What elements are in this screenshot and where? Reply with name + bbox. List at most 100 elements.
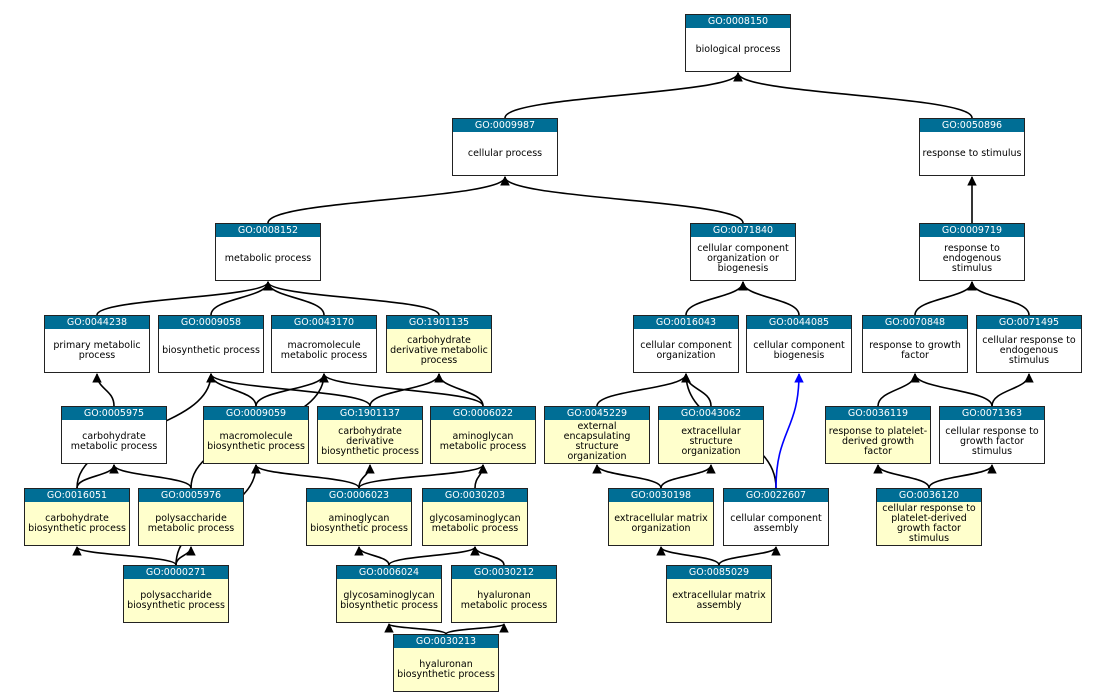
go-term-id: GO:0071363 <box>940 407 1044 420</box>
go-term-node[interactable]: GO:0006023 aminoglycan biosynthetic proce… <box>306 488 412 546</box>
go-term-node[interactable]: GO:0006022 aminoglycan metabolic process <box>430 406 536 464</box>
go-term-label: response to endogenous stimulus <box>942 242 1002 274</box>
go-term-id: GO:0044085 <box>747 316 851 329</box>
go-term-id: GO:0045229 <box>545 407 649 420</box>
go-term-label: cellular response to platelet-derived gr… <box>882 502 976 544</box>
is-a-edge <box>92 373 115 407</box>
go-term-id: GO:0030203 <box>423 489 527 502</box>
go-term-id: GO:0000271 <box>124 566 228 579</box>
is-a-edge <box>388 546 480 566</box>
go-term-label: biosynthetic process <box>162 344 260 356</box>
go-term-label: hyaluronan biosynthetic process <box>397 658 495 680</box>
is-a-edge <box>267 176 510 224</box>
go-term-label: aminoglycan biosynthetic process <box>310 512 408 534</box>
go-term-label: cellular process <box>467 147 543 159</box>
go-term-id: GO:0016043 <box>634 316 738 329</box>
is-a-edge <box>910 373 993 407</box>
go-term-node[interactable]: GO:0009987 cellular process <box>452 118 558 176</box>
go-term-id: GO:0070848 <box>863 316 967 329</box>
go-term-label: aminoglycan metabolic process <box>439 430 527 452</box>
is-a-edge <box>474 464 488 489</box>
go-term-id: GO:0006022 <box>431 407 535 420</box>
is-a-edge <box>175 546 196 566</box>
go-term-label: macromolecule biosynthetic process <box>207 430 305 452</box>
go-term-id: GO:0006024 <box>337 566 441 579</box>
is-a-edge <box>470 546 505 566</box>
go-term-label: cellular component organization or bioge… <box>697 242 789 274</box>
go-term-id: GO:0050896 <box>920 119 1024 132</box>
go-term-label: extracellular matrix organization <box>614 512 708 534</box>
go-term-node[interactable]: GO:0070848 response to growth factor <box>862 315 968 373</box>
go-term-label: response to growth factor <box>869 339 961 361</box>
is-a-edge <box>445 623 509 635</box>
go-term-id: GO:0036119 <box>826 407 930 420</box>
go-term-label: cellular component assembly <box>730 512 822 534</box>
go-term-id: GO:0016051 <box>25 489 129 502</box>
go-term-node[interactable]: GO:0030203 glycosaminoglycan metabolic pr… <box>422 488 528 546</box>
go-term-label: biological process <box>695 43 781 55</box>
go-term-node[interactable]: GO:0009059 macromolecule biosynthetic pro… <box>203 406 309 464</box>
is-a-edge <box>263 281 440 316</box>
is-a-edge <box>206 373 257 407</box>
is-a-edge <box>354 546 390 566</box>
is-a-edge <box>504 72 743 119</box>
go-term-node[interactable]: GO:0022607 cellular component assembly <box>723 488 829 546</box>
go-term-label: cellular response to endogenous stimulus <box>982 334 1076 366</box>
go-term-label: macromolecule metabolic process <box>280 339 368 361</box>
is-a-edge <box>733 72 973 119</box>
is-a-edge <box>738 281 800 316</box>
go-term-node[interactable]: GO:0071840 cellular component organizatio… <box>690 223 796 281</box>
go-term-id: GO:0022607 <box>724 489 828 502</box>
go-term-id: GO:0009987 <box>453 119 557 132</box>
is-a-edge <box>500 176 744 224</box>
is-a-edge <box>255 373 329 407</box>
is-a-edge <box>96 281 273 316</box>
go-term-id: GO:0036120 <box>877 489 981 502</box>
go-term-id: GO:0044238 <box>45 316 149 329</box>
is-a-edge <box>384 623 447 635</box>
go-term-node[interactable]: GO:0050896 response to stimulus <box>919 118 1025 176</box>
go-term-label: carbohydrate metabolic process <box>70 430 158 452</box>
go-term-label: glycosaminoglycan metabolic process <box>429 512 521 534</box>
go-term-id: GO:0085029 <box>667 566 771 579</box>
is-a-edge <box>991 373 1034 407</box>
go-term-id: GO:0030212 <box>452 566 556 579</box>
go-term-id: GO:0006023 <box>307 489 411 502</box>
go-term-node[interactable]: GO:0044238 primary metabolic process <box>44 315 150 373</box>
go-term-label: primary metabolic process <box>53 339 141 361</box>
go-term-id: GO:0071840 <box>691 224 795 237</box>
is-a-edge <box>263 281 325 316</box>
go-term-node[interactable]: GO:0030213 hyaluronan biosynthetic proces… <box>393 634 499 692</box>
go-term-id: GO:0009059 <box>204 407 308 420</box>
is-a-edge <box>914 281 977 316</box>
is-a-edge <box>369 373 444 407</box>
go-term-id: GO:1901135 <box>387 316 491 329</box>
go-term-id: GO:0030213 <box>394 635 498 648</box>
go-term-label: response to stimulus <box>922 147 1022 159</box>
go-term-id: GO:0005976 <box>139 489 243 502</box>
is-a-edge <box>434 373 484 407</box>
